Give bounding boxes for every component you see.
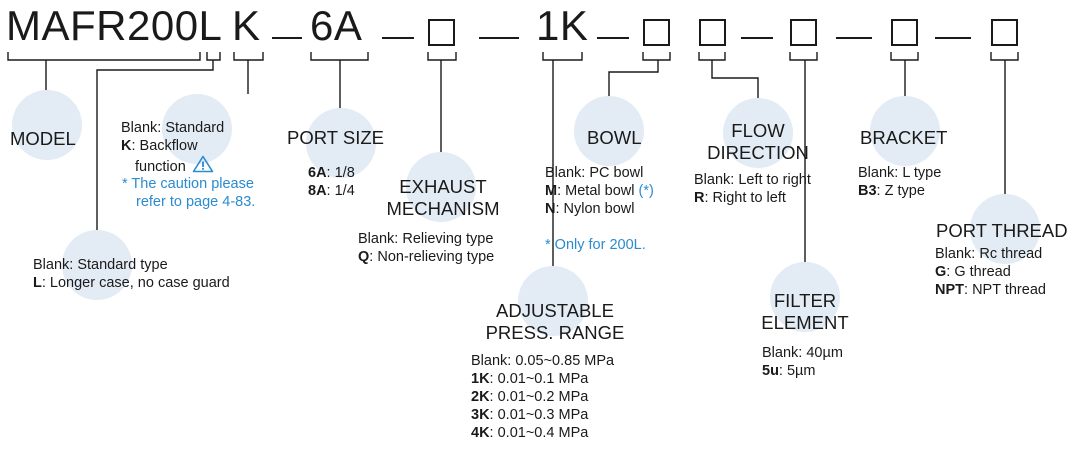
press-circle xyxy=(518,266,588,336)
option-row: 1K: 0.01~0.1 MPa xyxy=(471,371,589,387)
backflow-options: Blank: Standard K: Backflow function xyxy=(121,119,224,176)
code-box-filter xyxy=(790,19,817,46)
option-row: Blank: PC bowl xyxy=(545,165,644,181)
option-row: N: Nylon bowl xyxy=(545,201,635,217)
code-box-bracket xyxy=(891,19,918,46)
option-row: R: Right to left xyxy=(694,190,786,206)
option-row: function xyxy=(121,155,224,176)
option-row: Blank: Standard xyxy=(121,120,225,136)
option-row: Blank: Relieving type xyxy=(358,231,494,247)
bowl-note: * Only for 200L. xyxy=(545,237,646,253)
thread-circle xyxy=(970,194,1040,264)
bowl-circle xyxy=(574,96,644,166)
code-dash xyxy=(479,37,519,39)
port-size-title: PORT SIZE xyxy=(287,127,384,148)
option-row: 8A: 1/4 xyxy=(308,183,355,199)
bracket-options: Blank: L type B3: Z type xyxy=(858,164,941,200)
option-row: Blank: 40µm xyxy=(762,345,843,361)
press-range-title: ADJUSTABLE PRESS. RANGE xyxy=(485,300,625,343)
option-row: K: Backflow xyxy=(121,138,198,154)
option-row: Blank: Left to right xyxy=(694,172,811,188)
code-box-flow xyxy=(699,19,726,46)
exhaust-title: EXHAUST MECHANISM xyxy=(386,176,500,219)
option-row: 5u: 5µm xyxy=(762,363,816,379)
code-dash xyxy=(597,37,629,39)
bowl-connector xyxy=(608,52,671,98)
bracket-circle xyxy=(870,96,940,166)
option-row: M: Metal bowl (*) xyxy=(545,183,654,199)
port-circle xyxy=(306,108,376,178)
code-dash xyxy=(272,37,302,39)
filter-connector xyxy=(789,52,818,264)
option-row: NPT: NPT thread xyxy=(935,282,1046,298)
case-circle xyxy=(62,230,132,300)
warning-triangle-icon xyxy=(192,155,214,173)
option-row: 2K: 0.01~0.2 MPa xyxy=(471,389,589,405)
bowl-mark: (*) xyxy=(638,183,654,199)
flow-direction-options: Blank: Left to right R: Right to left xyxy=(694,171,811,207)
option-row: G: G thread xyxy=(935,264,1011,280)
code-dash xyxy=(836,37,872,39)
flow-circle xyxy=(723,98,793,168)
filter-circle xyxy=(770,262,840,332)
backflow-connector xyxy=(233,52,264,94)
filter-element-options: Blank: 40µm 5u: 5µm xyxy=(762,344,843,380)
case-connector xyxy=(96,52,221,236)
code-box-bowl xyxy=(643,19,670,46)
bracket-title: BRACKET xyxy=(860,127,948,148)
option-row: 3K: 0.01~0.3 MPa xyxy=(471,407,589,423)
thread-connector xyxy=(990,52,1019,196)
exhaust-options: Blank: Relieving type Q: Non-relieving t… xyxy=(358,230,494,266)
backflow-note: * The caution please refer to page 4-83. xyxy=(122,176,256,210)
code-k: K xyxy=(232,2,261,49)
option-row: 6A: 1/8 xyxy=(308,165,355,181)
exhaust-connector xyxy=(427,52,457,154)
press-range-options: Blank: 0.05~0.85 MPa 1K: 0.01~0.1 MPa 2K… xyxy=(471,352,614,442)
option-row: Blank: Rc thread xyxy=(935,246,1043,262)
code-dash xyxy=(935,37,971,39)
model-title: MODEL xyxy=(10,128,76,149)
option-row: Blank: Standard type xyxy=(33,257,168,273)
code-dash xyxy=(382,37,414,39)
code-box-thread xyxy=(991,19,1018,46)
port-thread-title: PORT THREAD xyxy=(936,220,1068,241)
option-row: Blank: 0.05~0.85 MPa xyxy=(471,353,615,369)
code-dash xyxy=(741,37,773,39)
backflow-circle xyxy=(162,94,232,164)
press-connector xyxy=(542,52,583,268)
bracket-connector xyxy=(890,52,919,98)
bowl-title: BOWL xyxy=(587,127,642,148)
port-size-options: 6A: 1/8 8A: 1/4 xyxy=(308,164,355,200)
flow-connector xyxy=(698,52,759,100)
flow-direction-title: FLOW DIRECTION xyxy=(707,120,809,163)
code-port: 6A xyxy=(310,2,363,49)
port-connector xyxy=(310,52,369,110)
model-connector xyxy=(7,52,201,92)
model-circle xyxy=(12,90,82,160)
option-row: B3: Z type xyxy=(858,183,925,199)
filter-element-title: FILTER ELEMENT xyxy=(761,290,849,333)
code-model: MAFR200L xyxy=(6,2,223,49)
option-row: Blank: L type xyxy=(858,165,942,181)
code-press: 1K xyxy=(536,2,589,49)
code-box-exhaust xyxy=(428,19,455,46)
option-row: Q: Non-relieving type xyxy=(358,249,495,265)
option-row: 4K: 0.01~0.4 MPa xyxy=(471,425,589,441)
option-row: L: Longer case, no case guard xyxy=(33,275,230,291)
exhaust-circle xyxy=(406,152,476,222)
port-thread-options: Blank: Rc thread G: G thread NPT: NPT th… xyxy=(935,245,1046,299)
bowl-options: Blank: PC bowl M: Metal bowl (*) N: Nylo… xyxy=(545,164,654,218)
case-options: Blank: Standard type L: Longer case, no … xyxy=(33,256,230,292)
